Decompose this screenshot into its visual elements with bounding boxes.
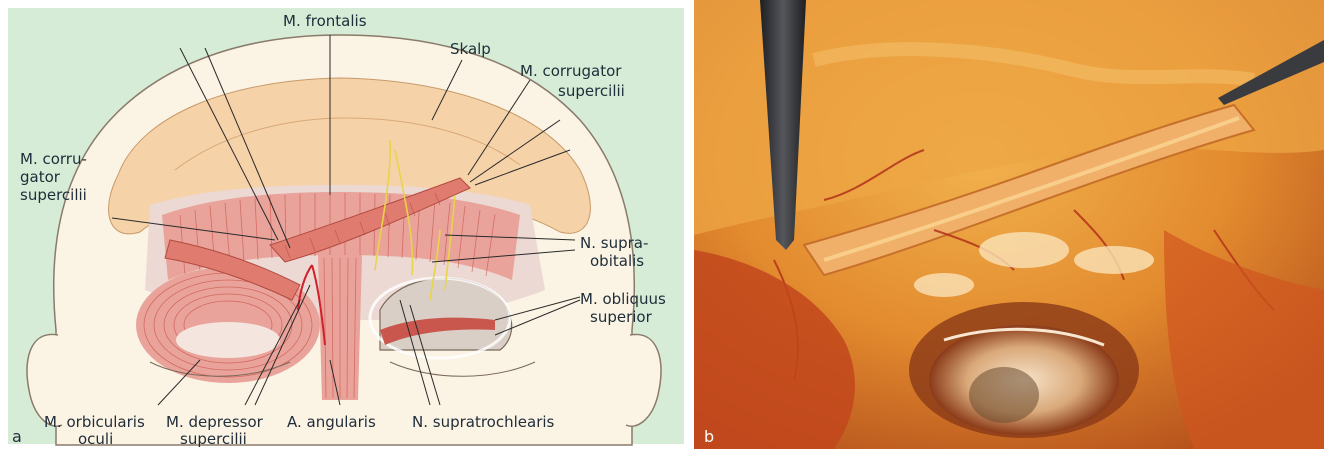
procerus-muscle bbox=[318, 255, 362, 400]
panel-a-illustration: M. frontalis Skalp M. corrugator superci… bbox=[0, 0, 690, 449]
label-corrugator-left-line3: supercilii bbox=[20, 186, 87, 204]
orbit-deep bbox=[969, 367, 1039, 423]
label-supraorbitalis-line1: N. supra- bbox=[580, 234, 648, 252]
label-corrugator-right-line2: supercilii bbox=[558, 82, 625, 100]
label-supratrochlearis: N. supratrochlearis bbox=[412, 413, 555, 431]
label-corrugator-left-line1: M. corru- bbox=[20, 150, 87, 168]
orbit-right bbox=[370, 278, 512, 358]
label-obliquus-line1: M. obliquus bbox=[580, 290, 666, 308]
label-frontalis: M. frontalis bbox=[283, 12, 367, 30]
label-orbicularis-line2: oculi bbox=[78, 430, 113, 448]
label-obliquus-line2: superior bbox=[590, 308, 653, 326]
label-supraorbitalis-line2: obitalis bbox=[590, 252, 644, 270]
label-depressor-line2: supercilii bbox=[180, 430, 247, 448]
label-angularis: A. angularis bbox=[287, 413, 376, 431]
label-corrugator-right-line1: M. corrugator bbox=[520, 62, 622, 80]
label-depressor-line1: M. depressor bbox=[166, 413, 264, 431]
panel-b-photo: b bbox=[694, 0, 1324, 449]
label-corrugator-left-line2: gator bbox=[20, 168, 61, 186]
label-skalp: Skalp bbox=[450, 40, 491, 58]
surgical-photo: b bbox=[694, 0, 1324, 449]
label-orbicularis-line1: M. orbicularis bbox=[44, 413, 145, 431]
panel-letter-a: a bbox=[12, 427, 22, 446]
anatomy-illustration: M. frontalis Skalp M. corrugator superci… bbox=[0, 0, 690, 449]
panel-letter-b: b bbox=[704, 427, 714, 446]
